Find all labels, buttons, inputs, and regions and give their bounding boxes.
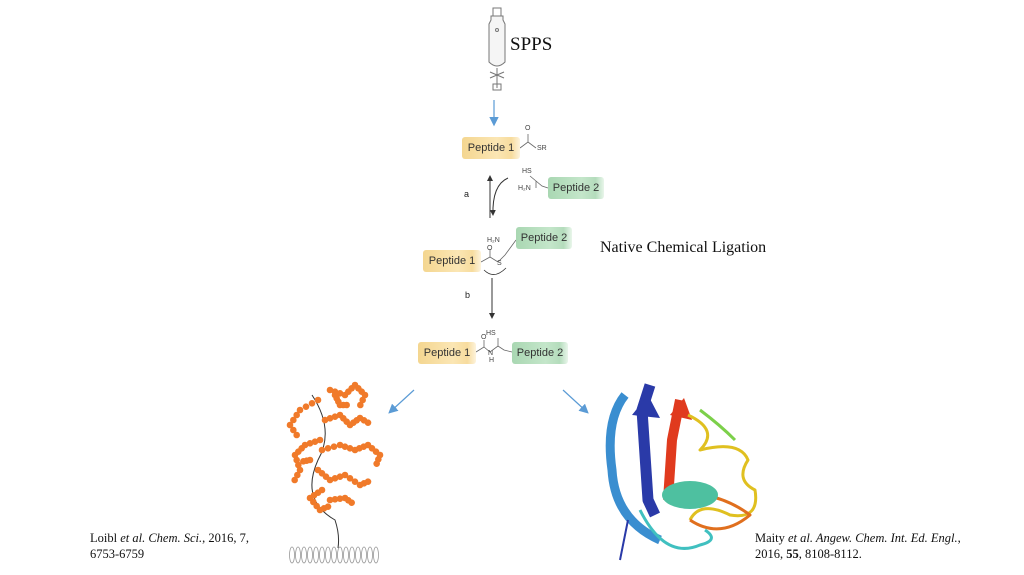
peptide-2-intermediate: Peptide 2 bbox=[516, 227, 572, 249]
polymer-bead bbox=[336, 390, 344, 397]
polymer-bead bbox=[295, 461, 302, 469]
lipid bbox=[337, 546, 343, 564]
peptide-1-thioester: Peptide 1 bbox=[462, 137, 520, 159]
polymer-bead bbox=[359, 396, 366, 404]
polymer-bead bbox=[294, 471, 301, 479]
polymer-bead bbox=[336, 473, 344, 480]
lipid bbox=[295, 546, 301, 564]
polymer-bead bbox=[373, 460, 380, 467]
lipid bbox=[301, 546, 307, 564]
reference-left: Loibl et al. Chem. Sci., 2016, 7, 6753-6… bbox=[90, 531, 250, 561]
polymer-bead bbox=[293, 456, 300, 464]
polymer-bead bbox=[361, 391, 369, 399]
polymer-bead bbox=[326, 496, 334, 504]
chem-h2n-intermediate: H₂N bbox=[487, 237, 500, 244]
step-a-label: a bbox=[464, 189, 470, 199]
ncl-label: Native Chemical Ligation bbox=[600, 239, 767, 256]
protein-structure-illustration bbox=[605, 383, 758, 561]
lipid bbox=[319, 546, 325, 564]
polymer-brush-illustration bbox=[286, 381, 384, 564]
polymer-bead bbox=[291, 476, 298, 484]
lipid bbox=[325, 546, 331, 564]
lipid bbox=[373, 546, 379, 564]
polymer-bead bbox=[308, 400, 316, 407]
polymer-bead bbox=[331, 496, 339, 503]
polymer-bead bbox=[346, 445, 354, 452]
polymer-bead bbox=[341, 471, 349, 479]
polymer-bead bbox=[330, 443, 338, 450]
peptide-1-product: Peptide 1 bbox=[418, 342, 476, 364]
step-b-label: b bbox=[465, 290, 471, 300]
arrow-left bbox=[388, 389, 415, 414]
chem-hs: HS bbox=[522, 168, 532, 175]
polymer-bead bbox=[364, 478, 372, 485]
lipid bbox=[349, 546, 355, 564]
polymer-bead bbox=[326, 386, 334, 394]
spps-label: SPPS bbox=[510, 34, 553, 55]
peptide-1-intermediate: Peptide 1 bbox=[423, 250, 481, 272]
polymer-bead bbox=[302, 403, 310, 410]
polymer-bead bbox=[293, 411, 300, 419]
polymer-bead bbox=[314, 396, 322, 404]
polymer-bead bbox=[324, 445, 332, 452]
polymer-bead bbox=[311, 438, 319, 445]
polymer-bead bbox=[316, 436, 324, 444]
polymer-bead bbox=[364, 419, 372, 426]
polymer-bead bbox=[336, 441, 344, 449]
reference-right: Maity et al. Angew. Chem. Int. Ed. Engl.… bbox=[755, 531, 961, 561]
spps-vessel-icon bbox=[488, 7, 506, 91]
polymer-bead bbox=[296, 466, 304, 474]
polymer-bead bbox=[293, 431, 300, 439]
polymer-bead bbox=[296, 406, 304, 414]
lipid bbox=[331, 546, 337, 564]
peptide-2-product: Peptide 2 bbox=[512, 342, 568, 364]
peptide-2-cysteine: Peptide 2 bbox=[548, 177, 604, 199]
lipid bbox=[313, 546, 319, 564]
polymer-bead bbox=[343, 401, 350, 409]
polymer-bead bbox=[321, 416, 329, 424]
polymer-bead bbox=[336, 495, 344, 502]
polymer-bead bbox=[324, 503, 332, 510]
polymer-bead bbox=[331, 413, 339, 420]
polymer-bead bbox=[290, 416, 297, 424]
chem-n: N bbox=[488, 350, 494, 357]
polymer-bead bbox=[326, 415, 334, 422]
chem-o-intermediate: O bbox=[487, 245, 493, 252]
polymer-bead bbox=[306, 440, 314, 447]
polymer-bead bbox=[351, 478, 359, 485]
lipid bbox=[367, 546, 373, 564]
chem-hs-product: HS bbox=[486, 330, 496, 337]
chem-h: H bbox=[489, 357, 495, 364]
polymer-bead bbox=[357, 401, 364, 409]
chem-s: S bbox=[497, 260, 502, 267]
lipid bbox=[289, 546, 295, 564]
chem-h2n: H₂N bbox=[518, 185, 531, 192]
chem-o-product: O bbox=[481, 334, 487, 341]
polymer-bead bbox=[348, 499, 355, 506]
lipid bbox=[307, 546, 313, 564]
lipid bbox=[355, 546, 361, 564]
polymer-bead bbox=[286, 421, 294, 429]
lipid bbox=[343, 546, 349, 564]
polymer-bead bbox=[318, 446, 326, 454]
polymer-bead bbox=[341, 443, 349, 450]
lipid bbox=[361, 546, 367, 564]
chem-o: O bbox=[525, 125, 531, 132]
polymer-bead bbox=[290, 426, 297, 434]
polymer-bead bbox=[291, 451, 299, 459]
arrow-right bbox=[562, 389, 589, 414]
polymer-bead bbox=[331, 475, 339, 482]
chem-sr: SR bbox=[537, 145, 547, 152]
polymer-bead bbox=[326, 476, 334, 484]
polymer-bead bbox=[346, 475, 354, 482]
polymer-bead bbox=[300, 458, 307, 465]
